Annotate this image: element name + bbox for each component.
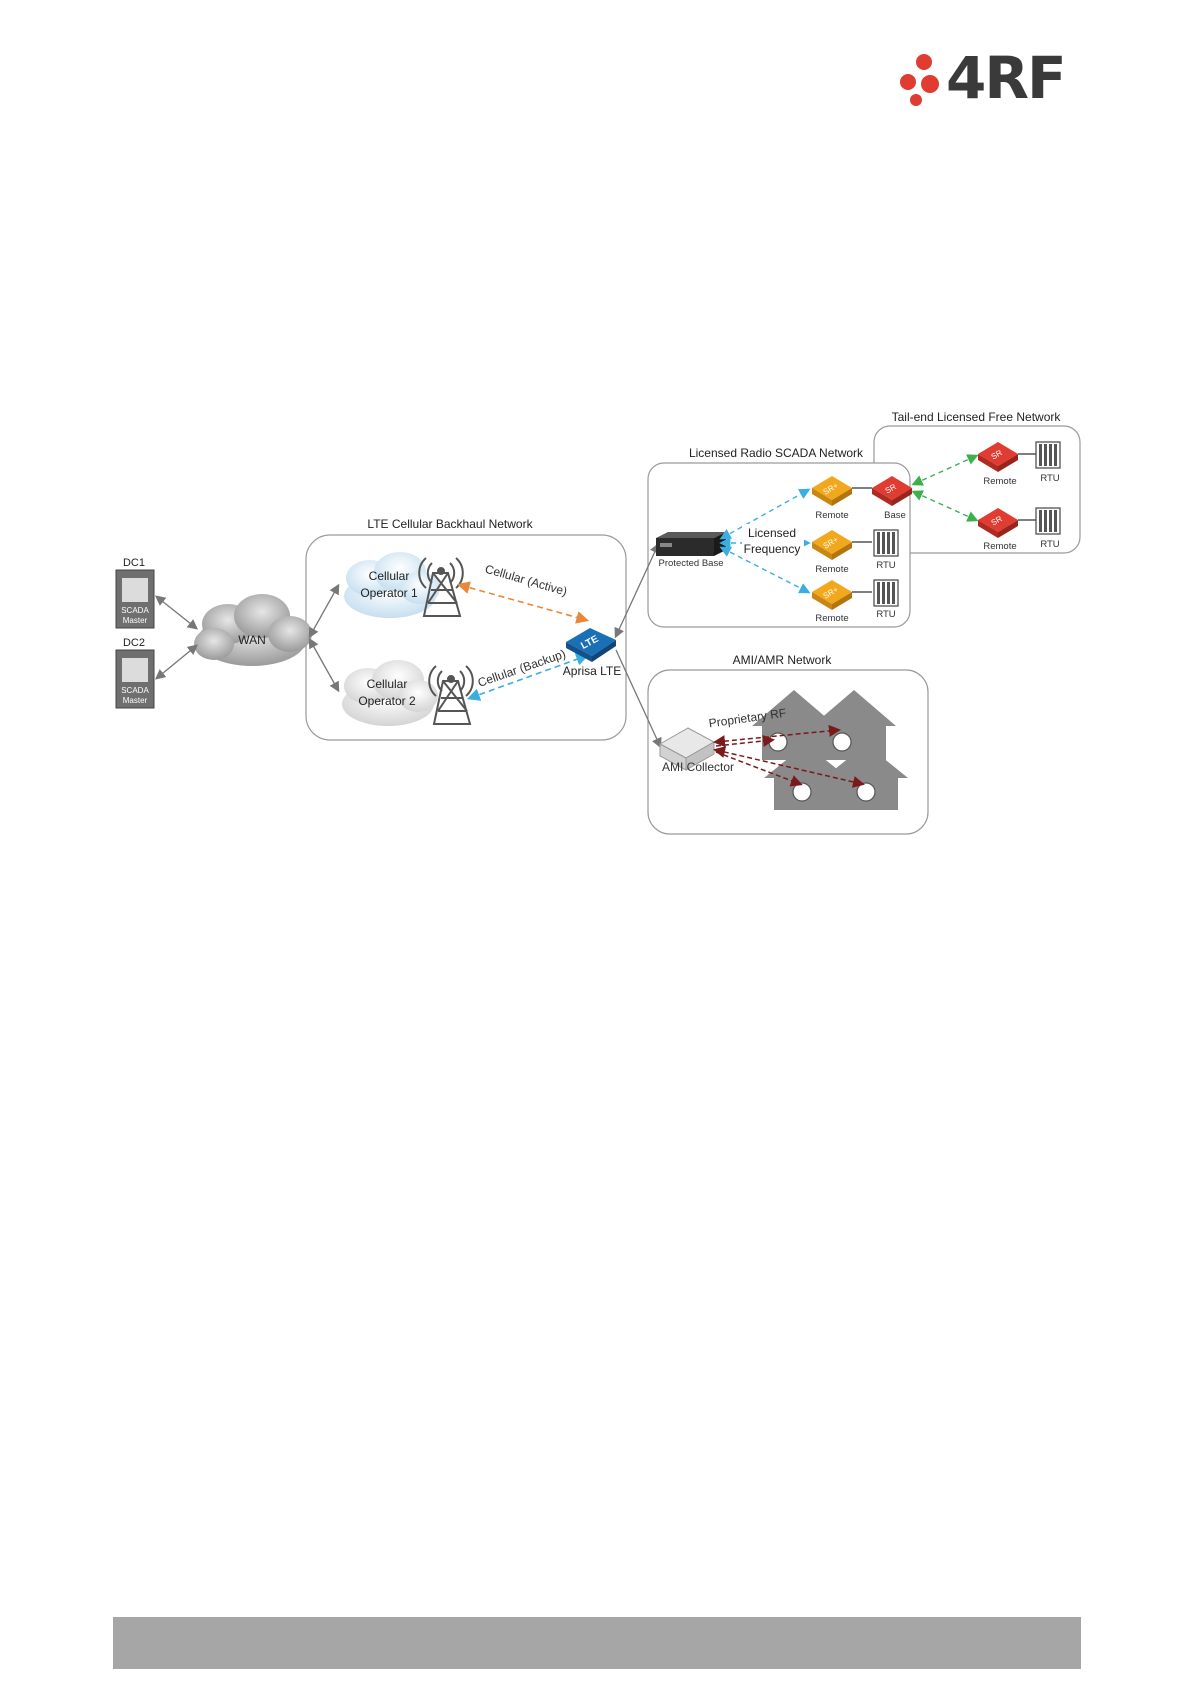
footer-bar bbox=[113, 1617, 1081, 1669]
rtu-label-licensed-2: RTU bbox=[876, 609, 895, 620]
lte-network-title: LTE Cellular Backhaul Network bbox=[367, 517, 533, 531]
tail-rtu-label-2: RTU bbox=[1040, 539, 1059, 550]
rtu-tail-2-icon bbox=[1035, 507, 1061, 535]
protected-base-label: Protected Base bbox=[659, 558, 724, 569]
sr-plus-remote-1-icon bbox=[812, 476, 852, 506]
logo-brand-text: 4RF bbox=[946, 44, 1067, 112]
remote-label-3: Remote bbox=[815, 613, 848, 624]
operator2-label-line2: Operator 2 bbox=[358, 694, 416, 708]
cell-tower-2-icon bbox=[428, 665, 474, 725]
cellular-active-label: Cellular (Active) bbox=[483, 562, 568, 599]
dc2-scada-line1: SCADA bbox=[121, 686, 149, 695]
tail-remote-label-1: Remote bbox=[983, 476, 1016, 487]
tail-end-network-title: Tail-end Licensed Free Network bbox=[892, 410, 1062, 424]
licensed-link-remote3 bbox=[719, 546, 811, 594]
sr-base-icon bbox=[872, 476, 912, 506]
operator1-label-line2: Operator 1 bbox=[360, 586, 418, 600]
ami-rf-link-2 bbox=[715, 734, 775, 747]
operator1-label-line1: Cellular bbox=[369, 569, 410, 583]
licensed-network-title: Licensed Radio SCADA Network bbox=[689, 446, 864, 460]
rtu-licensed-1-icon bbox=[873, 529, 899, 557]
aprisa-lte-device-icon bbox=[566, 628, 616, 662]
ami-collector-icon bbox=[658, 727, 716, 771]
operator2-cloud-icon bbox=[342, 660, 438, 726]
sr-plus-remote-3-icon bbox=[812, 580, 852, 610]
dc2-scada-master: DC2 SCADA Master bbox=[115, 637, 155, 709]
ami-network-title: AMI/AMR Network bbox=[733, 653, 833, 667]
dc1-scada-master: DC1 SCADA Master bbox=[115, 557, 155, 629]
lte-licensed-link bbox=[614, 542, 660, 639]
dc2-screen-icon bbox=[122, 658, 148, 682]
ami-collector-label: AMI Collector bbox=[662, 760, 734, 774]
tail-remote-label-2: Remote bbox=[983, 541, 1016, 552]
aprisa-lte-label: Aprisa LTE bbox=[563, 664, 621, 678]
rtu-licensed-2-icon bbox=[873, 579, 899, 607]
ami-rf-link-4 bbox=[715, 751, 803, 787]
cellular-backup-label: Cellular (Backup) bbox=[476, 647, 568, 690]
company-logo: 4RF bbox=[898, 46, 1068, 110]
dc2-label: DC2 bbox=[123, 637, 145, 649]
licensed-label-bg bbox=[742, 524, 804, 558]
dc2-scada-line2: Master bbox=[123, 696, 148, 705]
licensed-link-remote1 bbox=[719, 488, 811, 540]
operator2-label-line1: Cellular bbox=[367, 677, 408, 691]
licensed-free-link-1 bbox=[911, 454, 979, 486]
wan-operator1-link bbox=[308, 583, 340, 639]
cellular-backup-link bbox=[466, 653, 590, 701]
dc1-wan-link bbox=[154, 595, 199, 630]
dc1-scada-line2: Master bbox=[123, 616, 148, 625]
dc2-wan-link bbox=[154, 644, 199, 680]
ami-network-box bbox=[647, 669, 929, 835]
tail-rtu-label-1: RTU bbox=[1040, 473, 1059, 484]
wan-label: WAN bbox=[238, 633, 266, 647]
wan-operator2-link bbox=[308, 637, 340, 693]
rtu-tail-1-icon bbox=[1035, 441, 1061, 469]
base-label: Base bbox=[884, 510, 906, 521]
sr-plus-remote-2-icon bbox=[812, 530, 852, 560]
logo-dots-icon bbox=[900, 54, 939, 106]
licensed-free-link-2 bbox=[911, 490, 979, 522]
cell-tower-1-icon bbox=[418, 557, 464, 617]
sr-tail-remote-2-icon bbox=[978, 508, 1018, 538]
dc1-scada-line1: SCADA bbox=[121, 606, 149, 615]
lte-ami-link bbox=[615, 649, 662, 749]
dc1-screen-icon bbox=[122, 578, 148, 602]
remote-label-2: Remote bbox=[815, 564, 848, 575]
licensed-label-line1: Licensed bbox=[748, 526, 796, 540]
remote-label-1: Remote bbox=[815, 510, 848, 521]
wan-cloud-icon bbox=[194, 594, 312, 666]
ami-rf-link-3 bbox=[713, 746, 865, 788]
protected-base-icon bbox=[656, 532, 726, 556]
ami-rf-link-1 bbox=[713, 724, 841, 748]
licensed-label-line2: Frequency bbox=[744, 542, 801, 556]
cellular-active-link bbox=[456, 581, 590, 624]
sr-tail-remote-1-icon bbox=[978, 442, 1018, 472]
dc1-label: DC1 bbox=[123, 557, 145, 569]
rtu-label-licensed-1: RTU bbox=[876, 560, 895, 571]
